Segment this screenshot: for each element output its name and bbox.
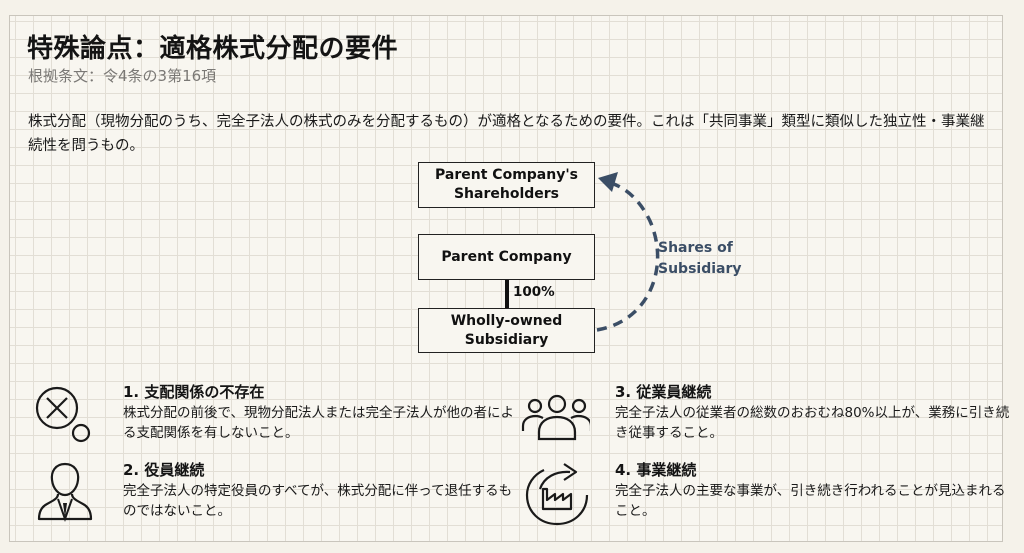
factory-continuation-icon: [525, 463, 589, 526]
shareholders-label-line1: Parent Company's: [435, 167, 578, 183]
requirement-item: 4. 事業継続 完全子法人の主要な事業が、引き続き行われることが見込まれること。: [520, 459, 1006, 529]
no-control-icon: [35, 386, 91, 443]
requirement-item: 3. 従業員継続 完全子法人の従業者の総数のおおむね80%以上が、業務に引き続き…: [520, 381, 1009, 451]
executive-person-icon: [37, 462, 93, 523]
arrow-label: Shares of Subsidiary: [658, 238, 742, 280]
requirement-title: 1. 支配関係の不存在: [123, 383, 265, 401]
slide-card: 特殊論点：適格株式分配の要件 根拠条文：令4条の3第16項 株式分配（現物分配の…: [9, 15, 1009, 543]
shareholders-box: Parent Company's Shareholders: [418, 162, 595, 208]
parent-company-label: Parent Company: [441, 248, 572, 265]
requirement-title: 3. 従業員継続: [615, 383, 712, 401]
requirement-title: 2. 役員継続: [123, 461, 205, 479]
requirement-title: 4. 事業継続: [615, 461, 697, 479]
ownership-connector: [505, 280, 509, 308]
page-title: 特殊論点：適格株式分配の要件: [27, 34, 399, 64]
distribution-arrow: [596, 172, 660, 332]
requirement-body: 完全子法人の従業者の総数のおおむね80%以上が、業務に引き続き従事すること。: [615, 405, 1010, 441]
distribution-arrow-path: [596, 180, 660, 332]
subsidiary-label-line2: Subsidiary: [464, 331, 549, 348]
legal-basis-subtitle: 根拠条文：令4条の3第16項: [28, 67, 217, 85]
arrow-label-line1: Shares of: [658, 240, 733, 256]
parent-company-box: Parent Company: [418, 234, 595, 280]
requirement-body: 株式分配の前後で、現物分配法人または完全子法人が他の者による支配関係を有しないこ…: [123, 405, 514, 441]
subsidiary-label-line1: Wholly-owned: [450, 312, 563, 329]
employees-group-icon: [521, 394, 590, 441]
distribution-diagram: Parent Company's Shareholders Parent Com…: [10, 16, 1004, 543]
subsidiary-box: Wholly-owned Subsidiary: [418, 308, 595, 353]
requirement-body: 完全子法人の主要な事業が、引き続き行われることが見込まれること。: [615, 483, 1006, 519]
ownership-percent: 100%: [513, 284, 555, 300]
requirement-item: 1. 支配関係の不存在 株式分配の前後で、現物分配法人または完全子法人が他の者に…: [28, 381, 514, 451]
intro-paragraph: 株式分配（現物分配のうち、完全子法人の株式のみを分配するもの）が適格となるための…: [28, 114, 985, 154]
distribution-arrowhead: [598, 172, 618, 192]
shareholders-label-line2: Shareholders: [453, 186, 560, 202]
requirement-body: 完全子法人の特定役員のすべてが、株式分配に伴って退任するものではないこと。: [123, 483, 513, 519]
requirement-item: 2. 役員継続 完全子法人の特定役員のすべてが、株式分配に伴って退任するものでは…: [28, 459, 512, 529]
arrow-label-line2: Subsidiary: [658, 261, 742, 277]
